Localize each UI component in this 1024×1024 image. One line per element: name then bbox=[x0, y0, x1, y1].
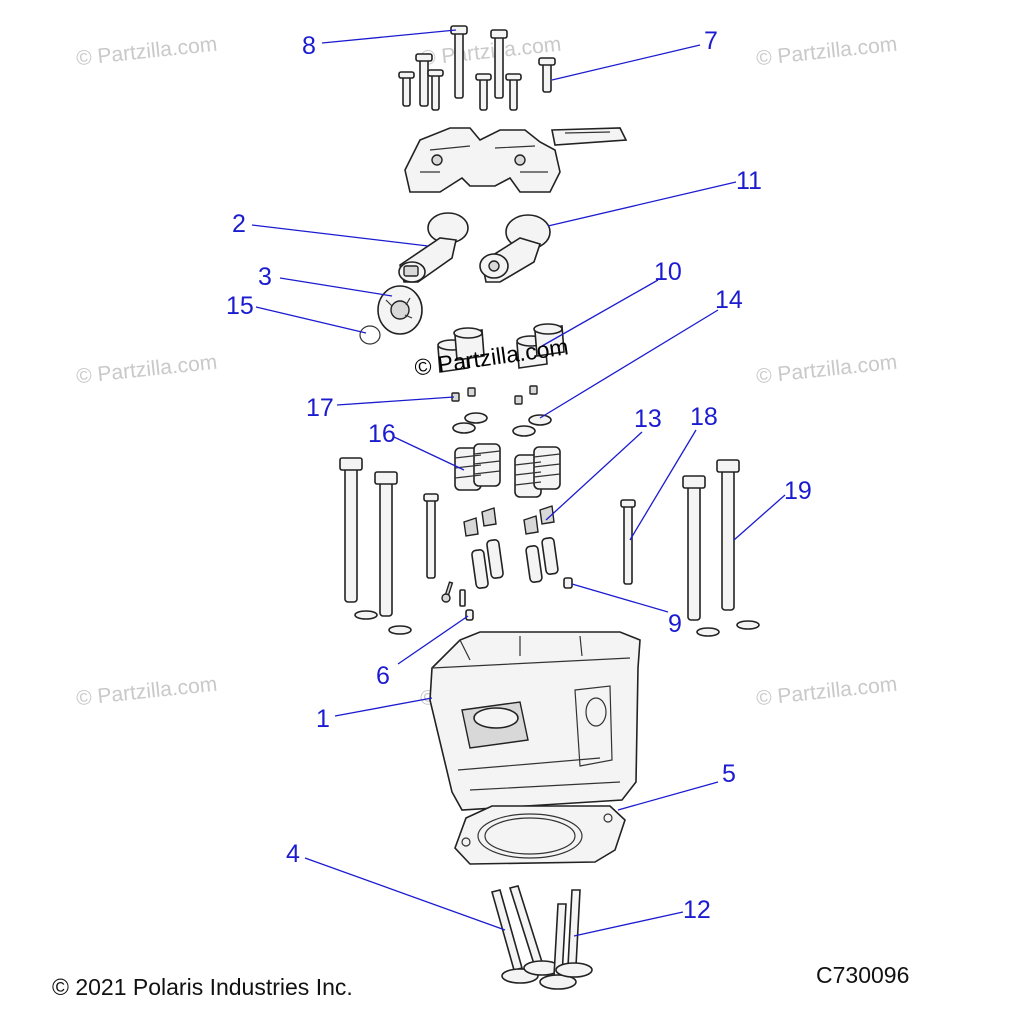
callout-19: 19 bbox=[784, 477, 812, 505]
callout-labels: 8 7 11 2 3 15 10 14 17 16 13 18 19 9 6 1… bbox=[226, 27, 812, 924]
valve-keepers[interactable] bbox=[451, 385, 538, 405]
cam-plate[interactable] bbox=[551, 127, 628, 146]
callout-1: 1 bbox=[316, 705, 330, 733]
callout-11: 11 bbox=[736, 167, 762, 195]
callout-18: 18 bbox=[690, 403, 718, 431]
callout-15: 15 bbox=[226, 292, 254, 320]
cam-sprocket[interactable] bbox=[377, 285, 423, 335]
callout-3: 3 bbox=[258, 263, 272, 291]
callout-12: 12 bbox=[683, 896, 711, 924]
cam-cap-bolts[interactable] bbox=[398, 25, 556, 111]
callout-6: 6 bbox=[376, 662, 390, 690]
head-bolts-left[interactable] bbox=[339, 457, 439, 635]
intake-camshaft[interactable] bbox=[398, 212, 469, 283]
head-gasket[interactable] bbox=[454, 805, 626, 865]
callout-13: 13 bbox=[634, 405, 662, 433]
callout-5: 5 bbox=[722, 760, 736, 788]
valve-retainers[interactable] bbox=[452, 412, 552, 437]
callout-7: 7 bbox=[704, 27, 718, 55]
callout-14: 14 bbox=[715, 286, 743, 314]
snap-ring[interactable] bbox=[359, 325, 381, 345]
callout-9: 9 bbox=[668, 610, 682, 638]
callout-8: 8 bbox=[302, 32, 316, 60]
cylinder-head[interactable] bbox=[429, 631, 641, 811]
valve-stem-seals[interactable] bbox=[463, 505, 555, 537]
callout-4: 4 bbox=[286, 840, 300, 868]
callout-2: 2 bbox=[232, 210, 246, 238]
cam-carrier[interactable] bbox=[404, 127, 561, 193]
valve-guides[interactable] bbox=[471, 537, 559, 589]
head-bolts-right[interactable] bbox=[620, 459, 760, 637]
callout-17: 17 bbox=[306, 394, 334, 422]
callout-10: 10 bbox=[654, 258, 682, 286]
diagram-code: C730096 bbox=[816, 962, 910, 988]
exhaust-valves[interactable] bbox=[539, 889, 593, 990]
copyright-text: © 2021 Polaris Industries Inc. bbox=[52, 974, 353, 1000]
exhaust-camshaft[interactable] bbox=[479, 214, 551, 283]
leader-lines bbox=[251, 29, 786, 937]
valve-springs[interactable] bbox=[454, 443, 561, 498]
intake-valves[interactable] bbox=[491, 885, 561, 984]
callout-16: 16 bbox=[368, 420, 396, 448]
dowel-pins[interactable] bbox=[441, 577, 573, 621]
